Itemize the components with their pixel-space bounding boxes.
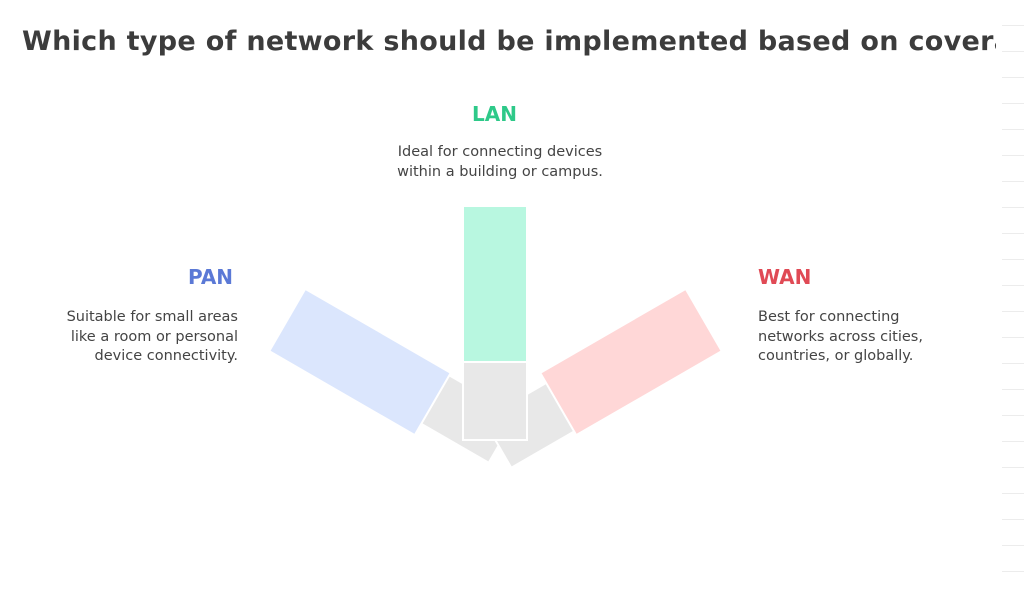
wan-description-line: countries, or globally. <box>758 348 914 364</box>
side-ruler <box>1002 0 1024 591</box>
lan-description-line: within a building or campus. <box>397 163 603 180</box>
wan-label: WAN <box>758 265 812 289</box>
pan-description-line: like a room or personal <box>70 328 238 345</box>
wan-description-line: Best for connecting <box>758 309 900 325</box>
pan-description: Suitable for small areas like a room or … <box>40 308 238 367</box>
wan-description-line: networks across cities, <box>758 328 923 345</box>
wan-description: Best for connecting networks across citi… <box>758 308 978 367</box>
lan-description-line: Ideal for connecting devices <box>397 144 603 160</box>
pan-bar <box>267 287 453 437</box>
lan-base-block <box>462 361 528 441</box>
pan-description-line: device connectivity. <box>94 348 239 364</box>
pan-label: PAN <box>188 265 234 289</box>
pan-description-line: Suitable for small areas <box>66 309 238 325</box>
page-title: Which type of network should be implemen… <box>22 26 996 57</box>
lan-label: LAN <box>472 102 517 126</box>
wan-bar <box>538 287 724 437</box>
network-fan-diagram <box>267 205 724 470</box>
lan-bar <box>462 205 528 363</box>
lan-description: Ideal for connecting devices within a bu… <box>370 143 630 182</box>
